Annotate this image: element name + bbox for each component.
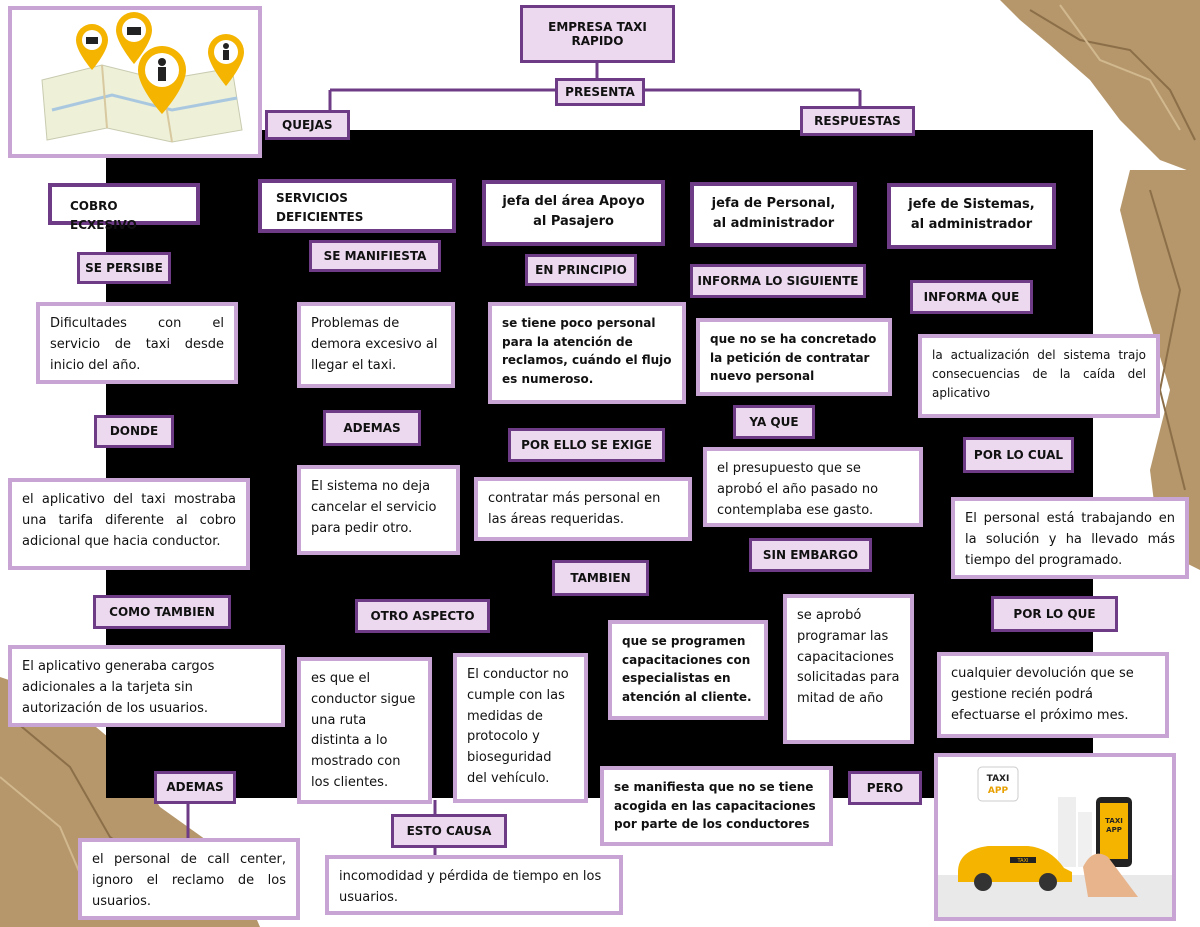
taxi-app-sign: [977, 766, 1019, 802]
por-ello-se-exige-label: POR ELLO SE EXIGE: [508, 428, 665, 462]
root-title-line1: EMPRESA TAXI: [548, 19, 647, 34]
pero-label: PERO: [848, 771, 922, 805]
se-manifiesta-label: SE MANIFIESTA: [309, 240, 441, 272]
call-center-box: el personal de call center, ignoro el re…: [78, 838, 300, 920]
cargos-adicionales-box: El aplicativo generaba cargos adicionale…: [8, 645, 285, 727]
presupuesto-box: el presupuesto que se aprobó el año pasa…: [703, 447, 923, 527]
map-illustration: [41, 12, 244, 143]
personal-trabajando-box: El personal está trabajando en la soluci…: [951, 497, 1189, 579]
como-tambien-label: COMO TAMBIEN: [93, 595, 231, 629]
root-title: EMPRESA TAXI RAPIDO: [520, 5, 675, 63]
svg-text:APP: APP: [988, 786, 1009, 796]
servicios-deficientes-title: SERVICIOS DEFICIENTES: [258, 179, 456, 233]
jefa-personal-title: jefa de Personal, al administrador: [690, 182, 857, 247]
taxi-app-image: TAXI APP TAXI TAXI APP: [934, 753, 1176, 921]
devolucion-box: cualquier devolución que se gestione rec…: [937, 652, 1169, 738]
ademas-label-2: ADEMAS: [323, 410, 421, 446]
jefa-apoyo-title: jefa del área Apoyo al Pasajero: [482, 180, 665, 246]
esto-causa-label: ESTO CAUSA: [391, 814, 507, 848]
ruta-distinta-box: es que el conductor sigue una ruta disti…: [297, 657, 432, 804]
incomodidad-box: incomodidad y pérdida de tiempo en los u…: [325, 855, 623, 915]
cobro-excesivo-title: COBRO ECXESIVO: [48, 183, 200, 232]
aplicativo-tarifa-box: el aplicativo del taxi mostraba una tari…: [8, 478, 250, 570]
actualizacion-sistema-box: la actualización del sistema trajo conse…: [918, 334, 1160, 418]
paper-decoration-top-right: [1000, 0, 1200, 175]
en-principio-label: EN PRINCIPIO: [525, 254, 637, 286]
person-pin-icon: [208, 34, 244, 86]
ya-que-label: YA QUE: [733, 405, 815, 439]
sin-embargo-label: SIN EMBARGO: [749, 538, 872, 572]
car-pin-icon: [76, 24, 108, 70]
contratar-personal-box: contratar más personal en las áreas requ…: [474, 477, 692, 541]
respuestas-label: RESPUESTAS: [800, 106, 915, 136]
taxi-car-icon: TAXI: [958, 846, 1072, 891]
svg-text:TAXI: TAXI: [987, 774, 1010, 784]
no-acogida-box: se manifiesta que no se tiene acogida en…: [600, 766, 833, 846]
person-pin-icon: [138, 46, 186, 114]
programen-capacitaciones-box: que se programen capacitaciones con espe…: [608, 620, 768, 720]
problemas-demora-box: Problemas de demora excesivo al llegar e…: [297, 302, 455, 388]
jefe-sistemas-title: jefe de Sistemas, al administrador: [887, 183, 1056, 249]
taxi-pin-icon: [116, 12, 152, 64]
aprobo-programar-box: se aprobó programar las capacitaciones s…: [783, 594, 914, 744]
poco-personal-box: se tiene poco personal para la atención …: [488, 302, 686, 404]
svg-text:TAXI: TAXI: [1105, 817, 1123, 825]
informa-lo-siguiente-label: INFORMA LO SIGUIENTE: [690, 264, 866, 298]
root-title-line2: RAPIDO: [571, 34, 624, 48]
dificultades-box: Dificultades con el servicio de taxi des…: [36, 302, 238, 384]
donde-label: DONDE: [94, 415, 174, 448]
informa-que-label: INFORMA QUE: [910, 280, 1033, 314]
presenta-label: PRESENTA: [555, 78, 645, 106]
tambien-label: TAMBIEN: [552, 560, 649, 596]
quejas-label: QUEJAS: [265, 110, 350, 140]
taxi-app-illustration: TAXI APP TAXI TAXI APP: [938, 757, 1172, 917]
por-lo-cual-label: POR LO CUAL: [963, 437, 1074, 473]
paper-decoration-right: [1120, 170, 1200, 570]
por-lo-que-label: POR LO QUE: [991, 596, 1118, 632]
otro-aspecto-label: OTRO ASPECTO: [355, 599, 490, 633]
svg-text:TAXI: TAXI: [1017, 858, 1029, 864]
map-pins-image: [8, 6, 262, 158]
svg-text:APP: APP: [1106, 826, 1122, 834]
sistema-no-cancela-box: El sistema no deja cancelar el servicio …: [297, 465, 460, 555]
phone-icon: TAXI APP: [1083, 797, 1138, 897]
ademas-label-1: ADEMAS: [154, 771, 236, 804]
no-concretado-box: que no se ha concretado la petición de c…: [696, 318, 892, 396]
protocolo-bioseguridad-box: El conductor no cumple con las medidas d…: [453, 653, 588, 803]
se-persibe-label: SE PERSIBE: [77, 252, 171, 284]
